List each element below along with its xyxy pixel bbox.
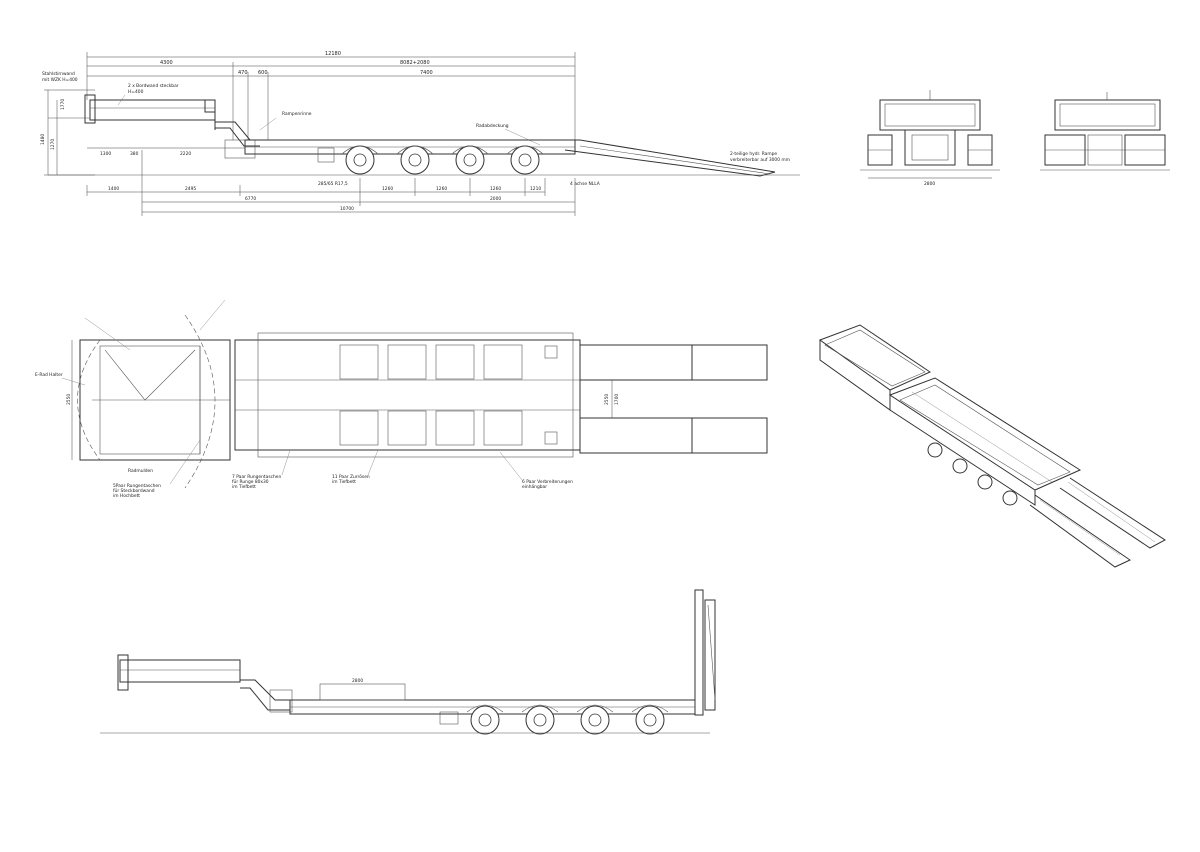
top-r1: 2550 bbox=[604, 394, 610, 405]
note-runge2b: für Runge 80x30 bbox=[232, 479, 269, 485]
note-verbr: 6 Paar Verbreiterungen bbox=[522, 479, 573, 485]
dim-lower-a: 1300 bbox=[100, 151, 111, 157]
note-erad: E-Rad Halter bbox=[35, 372, 63, 378]
note-runge2: 7 Paar Rungentaschen bbox=[232, 474, 282, 480]
dim-overall-length: 12180 bbox=[325, 51, 341, 57]
note-runge1: 5Paar Rungentaschen bbox=[113, 483, 161, 489]
note-stirnwand-sub: mit WZK H=400 bbox=[42, 77, 78, 83]
note-runge1b: für Steckbordwand bbox=[113, 488, 155, 494]
dim-h1: 1480 bbox=[40, 134, 46, 145]
raised-side-view: 2800 bbox=[100, 589, 716, 735]
side-view: 12180 4300 8082+2080 7400 470 600 1480 1… bbox=[40, 51, 800, 216]
raised-dim: 2800 bbox=[352, 678, 363, 684]
dim-rear-ext: 8082+2080 bbox=[400, 60, 430, 66]
dim-bottom-c: 1260 bbox=[382, 186, 393, 192]
note-runge2c: im Tiefbett bbox=[232, 484, 256, 490]
note-stirnwand: Stahlstirnwand bbox=[42, 71, 75, 77]
top-w-left: 2550 bbox=[66, 394, 72, 405]
note-bordwand: 2 x Bordwand steckbar bbox=[128, 83, 179, 89]
dim-bottom-b: 2495 bbox=[185, 186, 196, 192]
note-axles: 4 achse NLLA bbox=[570, 181, 600, 187]
note-zurrb: im Tiefbett bbox=[332, 479, 356, 485]
dim-bottom-a: 1400 bbox=[108, 186, 119, 192]
dim-h2: 1270 bbox=[50, 139, 56, 150]
top-view-bays bbox=[339, 344, 558, 446]
note-ramps-sub: verbreiterbar auf 3000 mm bbox=[730, 157, 790, 163]
dim-deck: 7400 bbox=[420, 70, 433, 76]
dim-bottom-f: 1210 bbox=[530, 186, 541, 192]
dim-bottom-g: 6770 bbox=[245, 196, 256, 202]
dim-bottom-overall: 10700 bbox=[340, 206, 354, 212]
note-tyres: 285/65 R17,5 bbox=[318, 181, 348, 187]
note-radabdeckung: Radabdeckung bbox=[476, 123, 509, 129]
note-runge1c: im Hochbett bbox=[113, 493, 140, 499]
front-width: 2800 bbox=[924, 181, 935, 187]
top-view: 1700 2550 2550 E-Rad Halter Radmulden 5P… bbox=[35, 299, 768, 499]
top-inner-dim: 1700 bbox=[614, 394, 620, 405]
dim-lower-b: 380 bbox=[130, 151, 139, 157]
dim-470: 470 bbox=[238, 70, 248, 76]
dim-bottom-d: 1260 bbox=[436, 186, 447, 192]
dim-lower-c: 2220 bbox=[180, 151, 191, 157]
dim-bottom-e: 1260 bbox=[490, 186, 501, 192]
note-verbrb: einhängbar bbox=[522, 484, 547, 490]
dim-front: 4300 bbox=[160, 60, 173, 66]
side-view-wheels bbox=[345, 145, 540, 175]
rear-view bbox=[1040, 92, 1170, 171]
isometric-view bbox=[818, 324, 1166, 568]
dim-600: 600 bbox=[258, 70, 268, 76]
note-ramps: 2-teilige hydr. Rampe bbox=[730, 151, 777, 157]
note-radmulden: Radmulden bbox=[128, 468, 153, 474]
note-rampenrinne: Rampenrinne bbox=[282, 111, 312, 117]
front-view: 2800 bbox=[860, 90, 1000, 187]
dim-h3: 1770 bbox=[60, 99, 66, 110]
note-bordwand-sub: H=400 bbox=[128, 89, 144, 95]
note-zurr: 11 Paar Zurrösen bbox=[332, 474, 370, 480]
dim-bottom-h: 2000 bbox=[490, 196, 501, 202]
